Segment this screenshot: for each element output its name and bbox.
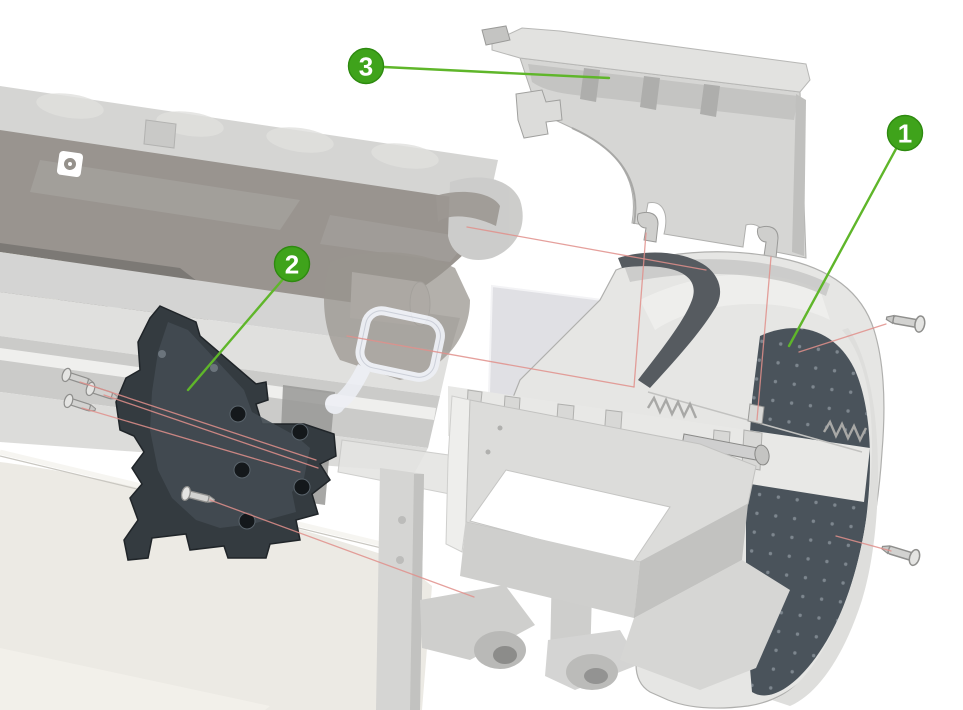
bracket-screw-head	[210, 364, 218, 372]
stand-foot-left	[420, 585, 535, 660]
callout-2: 2	[273, 245, 311, 283]
alignment-line	[798, 323, 887, 353]
roll-cover	[0, 86, 498, 206]
callout-3-number: 3	[359, 52, 373, 82]
end-cover-rim	[772, 328, 878, 706]
hinge-pin-head	[754, 444, 770, 466]
alignment-line	[209, 499, 475, 598]
front-face	[0, 292, 450, 396]
window-reflection	[320, 215, 470, 262]
alignment-line	[835, 535, 892, 552]
shell-highlight	[640, 274, 830, 330]
caster-right-hub	[584, 668, 608, 684]
alignment-line	[633, 232, 647, 388]
alignment-line	[79, 381, 317, 461]
window-reflection	[30, 160, 300, 230]
callouts: 1 2 3	[273, 47, 924, 283]
boss	[293, 478, 311, 496]
stand-leg-left-shade	[410, 474, 424, 710]
leader-line-3	[382, 65, 611, 80]
box-front-left	[460, 522, 640, 618]
alignment-line	[103, 394, 319, 469]
callout-3: 3	[347, 47, 385, 85]
callout-3-circle	[347, 47, 385, 85]
bracket-screw-head	[158, 350, 166, 358]
cover-right-wall	[792, 94, 806, 256]
cover-rib	[640, 76, 660, 110]
callout-2-circle	[273, 245, 311, 283]
spring	[822, 419, 868, 443]
basket-fold	[0, 648, 270, 710]
basket-and-stand	[0, 449, 535, 710]
caster-left-hub	[493, 646, 517, 664]
hp-logo	[56, 150, 84, 178]
cover-latch	[143, 119, 177, 149]
alignment-line	[466, 226, 707, 271]
part-3-cover	[481, 25, 811, 259]
basket	[0, 462, 432, 710]
roll-cover-scallop	[36, 93, 104, 119]
alignment-lines	[79, 226, 892, 598]
bracket-bosses	[229, 405, 311, 530]
cover-hook	[637, 211, 659, 243]
callout-1: 1	[886, 114, 924, 152]
part-2-bracket	[115, 305, 337, 561]
cover-top-slab	[491, 27, 811, 93]
end-cover-edge-horn	[618, 252, 721, 388]
cover-rib	[700, 84, 720, 117]
boss-pin	[747, 403, 765, 425]
roll-cover-scallop	[266, 127, 334, 153]
boss	[291, 423, 309, 441]
spring	[646, 395, 698, 419]
box-front-right	[634, 504, 748, 618]
alignment-line	[81, 407, 301, 473]
flange-hole	[497, 425, 503, 431]
leg-hole	[396, 556, 404, 564]
boss	[233, 461, 251, 479]
leader-line-2	[186, 276, 286, 392]
boss	[229, 405, 247, 423]
callout-1-circle	[886, 114, 924, 152]
callout-2-number: 2	[285, 250, 299, 280]
cover-left-clip	[515, 89, 563, 139]
bracket-face	[150, 322, 310, 528]
part-1-end-cover	[445, 251, 885, 709]
loose-clip	[481, 25, 511, 46]
trim-strip	[436, 191, 500, 226]
flange-hole	[485, 449, 491, 455]
leg-hole	[398, 516, 406, 524]
callout-1-number: 1	[898, 119, 912, 149]
alignment-line	[756, 256, 772, 421]
box-bottom-wedge	[620, 560, 790, 690]
leader-lines	[186, 65, 899, 392]
leader-line-1	[787, 145, 899, 348]
hp-logo-dot	[68, 162, 72, 166]
alignment-line	[346, 335, 635, 388]
cover-arc-edge	[571, 127, 637, 225]
roll-cover-scallop	[371, 143, 439, 169]
handle-knob	[325, 394, 345, 414]
